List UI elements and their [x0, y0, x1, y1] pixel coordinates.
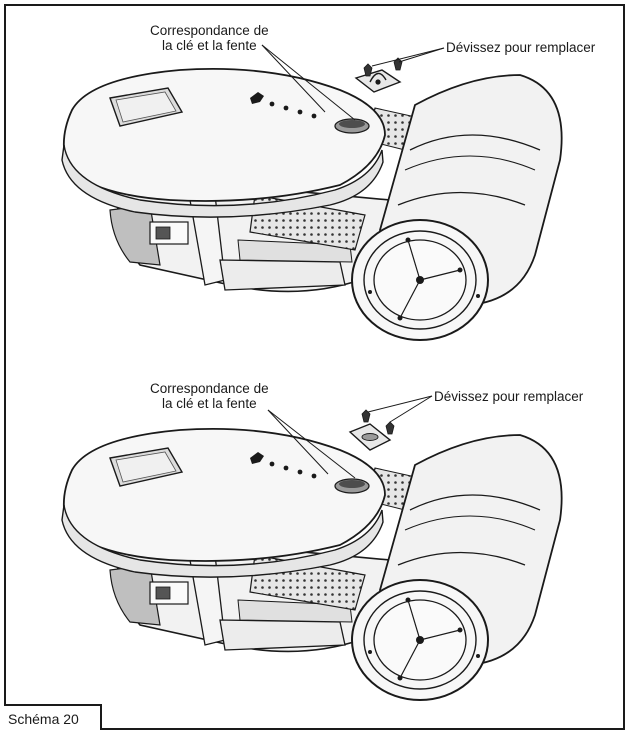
bottom-key-slot-label: Correspondance de la clé et la fente: [150, 381, 269, 411]
bottom-unscrew-label: Dévissez pour remplacer: [434, 389, 584, 404]
top-device-drawing: [61, 44, 563, 341]
top-key-slot-label-line2: la clé et la fente: [162, 38, 257, 53]
top-screw-plate: [354, 57, 403, 93]
bottom-key-slot-label-line1: Correspondance de: [150, 381, 269, 396]
bottom-screw-plate: [348, 409, 395, 451]
figure-caption: Schéma 20: [4, 704, 102, 730]
top-key-slot-label-line1: Correspondance de: [150, 23, 269, 38]
bottom-key-slot-label-line2: la clé et la fente: [162, 396, 257, 411]
top-key-slot-label: Correspondance de la clé et la fente: [150, 23, 269, 53]
bottom-device-drawing: [61, 395, 563, 701]
top-unscrew-label: Dévissez pour remplacer: [446, 40, 596, 55]
